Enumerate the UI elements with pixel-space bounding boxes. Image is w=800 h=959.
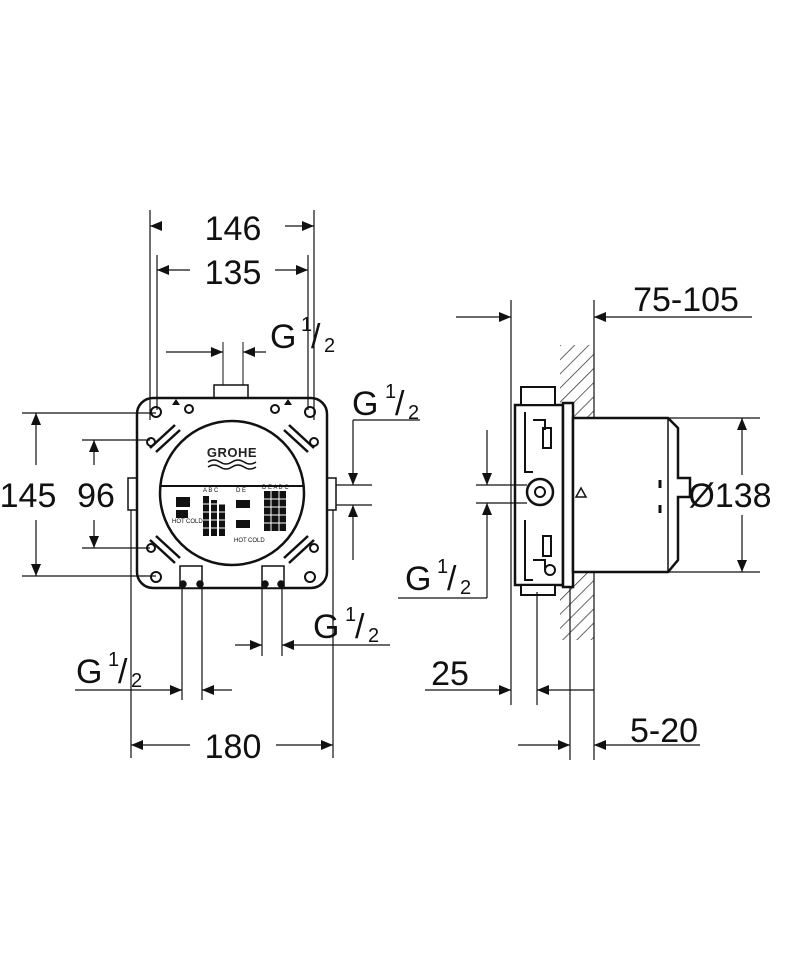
mounting-flange [561,401,575,589]
side-dimensions [398,300,760,760]
thread-label-bottom-left: G 1 / 2 [76,649,142,692]
svg-text:1: 1 [385,381,396,403]
thread-label-bottom-right: G 1 / 2 [313,604,379,647]
svg-text:/: / [447,560,457,598]
panel-de: D E [236,488,246,494]
svg-text:1: 1 [437,556,448,578]
svg-text:/: / [355,608,365,646]
svg-text:2: 2 [408,402,419,424]
thread-label-right: G 1 / 2 [352,381,419,424]
dim-5-20: 5-20 [630,712,698,750]
dim-96: 96 [77,477,115,515]
svg-text:/: / [395,385,405,423]
svg-text:1: 1 [108,649,119,671]
plate-arrows [172,399,292,405]
dim-180: 180 [205,728,262,766]
inlet-fitting [525,477,555,507]
dim-diameter-138: Ø138 [688,477,771,515]
corner-clips [149,424,315,564]
front-view [127,342,337,590]
svg-text:G: G [352,385,378,423]
thread-label-top: G 1 / 2 [270,314,335,357]
svg-text:1: 1 [345,604,356,626]
dim-75-105: 75-105 [633,281,739,319]
side-view [513,300,692,760]
panel-hot-left: HOT [172,519,185,525]
panel-hot-right: HOT [234,538,247,544]
dim-25: 25 [431,655,469,693]
info-panel: A B C D E D E A B C HOT COLD HOT COLD [172,485,289,544]
svg-text:G: G [405,560,431,598]
protective-cover [571,416,692,574]
svg-text:1: 1 [301,314,312,336]
dim-135: 135 [205,254,262,292]
front-dimensions [22,210,420,758]
svg-text:2: 2 [460,577,471,599]
panel-cold-left: COLD [186,519,203,525]
panel-cold-right: COLD [248,538,265,544]
dim-145: 145 [0,477,56,515]
svg-text:2: 2 [131,670,142,692]
panel-abc: A B C [203,488,219,494]
svg-text:2: 2 [368,625,379,647]
svg-text:G: G [76,653,102,691]
panel-deabc: D E A B C [262,485,289,491]
svg-text:/: / [311,318,321,356]
svg-text:G: G [313,608,339,646]
svg-text:G: G [270,318,296,356]
dim-146: 146 [205,210,262,248]
thread-label-side: G 1 / 2 [405,556,471,599]
svg-text:/: / [118,653,128,691]
brand-logo: GROHE [207,445,257,460]
svg-text:2: 2 [324,335,335,357]
